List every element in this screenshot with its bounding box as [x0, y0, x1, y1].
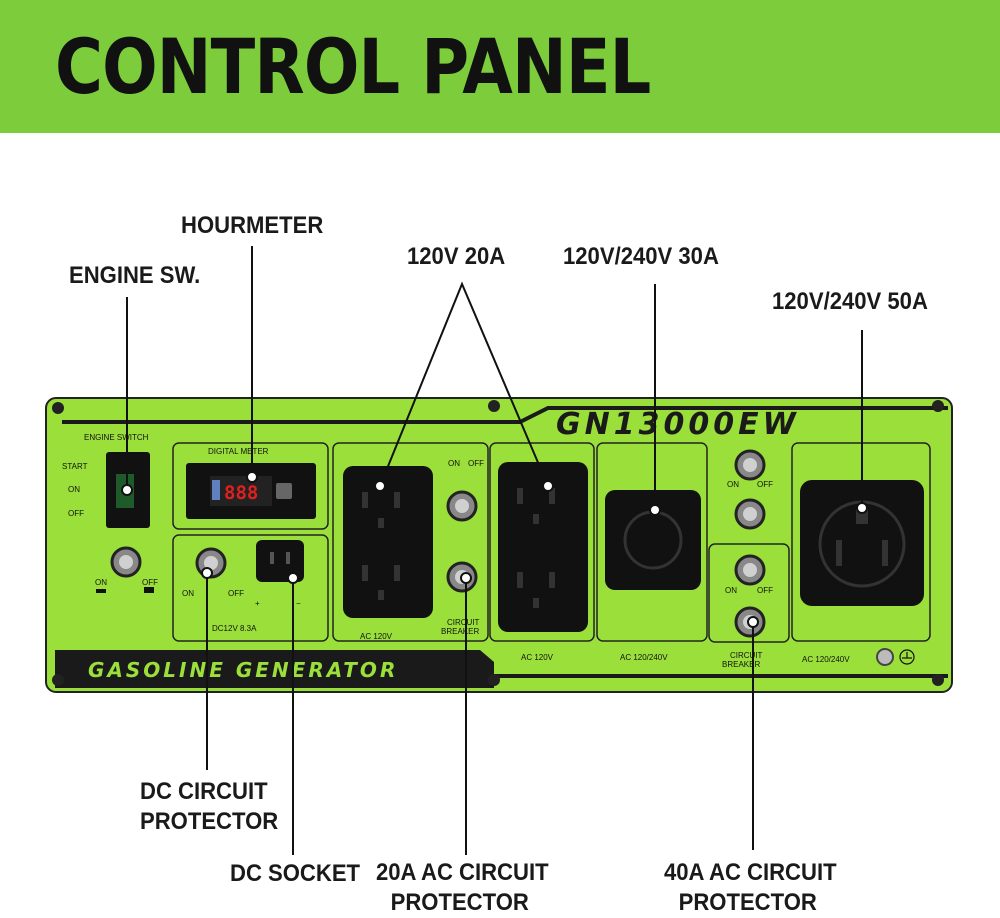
ground-symbol-icon: [899, 649, 915, 665]
meter-indicator: [212, 480, 220, 500]
off-label: OFF: [757, 586, 773, 595]
off-label: OFF: [142, 578, 158, 587]
off-marker: [144, 587, 154, 593]
dc-socket[interactable]: [256, 540, 304, 582]
dot-icon: [287, 572, 299, 584]
leader-lines: [126, 246, 863, 855]
dot-icon: [121, 484, 133, 496]
callout-line: 20A AC CIRCUIT: [376, 859, 549, 886]
model-name: GN13000EW: [556, 407, 800, 442]
screw-icon: [932, 400, 944, 412]
dot-icon: [856, 502, 868, 514]
callout-dc-socket: DC SOCKET: [230, 860, 361, 887]
ac-120-240-label-b: AC 120/240V: [802, 655, 850, 664]
knob-cap: [743, 458, 757, 472]
panel-screws: [52, 400, 944, 686]
off-label: OFF: [68, 509, 84, 518]
header-banner: CONTROL PANEL: [0, 0, 1000, 133]
breaker-frame: [708, 543, 790, 643]
knob-cap: [204, 556, 218, 570]
callout-30a-outlet: 120V/240V 30A: [563, 243, 719, 270]
off-label: OFF: [757, 480, 773, 489]
dot-icon: [460, 572, 472, 584]
dot-icon: [201, 567, 213, 579]
breaker-label: BREAKER: [722, 660, 760, 669]
callout-hourmeter: HOURMETER: [181, 212, 324, 239]
outlet-section-frame: [332, 442, 489, 642]
dc-section-frame: [172, 534, 329, 642]
brand-text: GASOLINE GENERATOR: [88, 658, 398, 682]
ac-120-240-label: AC 120/240V: [620, 653, 668, 662]
callout-line: PROTECTOR: [678, 889, 817, 916]
outlet-section-frame: [489, 442, 595, 642]
dot-icon: [246, 471, 258, 483]
callout-40a-ac-protector: 40A AC CIRCUIT PROTECTOR: [664, 858, 837, 918]
leader-dots: [121, 471, 868, 628]
on-label: ON: [182, 589, 194, 598]
knob-cap: [743, 563, 757, 577]
callout-50a-outlet: 120V/240V 50A: [772, 288, 928, 315]
outlet-slots: [517, 488, 555, 608]
knob-cap: [119, 555, 133, 569]
off-label: OFF: [468, 459, 484, 468]
on-label: ON: [68, 485, 80, 494]
on-label: ON: [725, 586, 737, 595]
off-label: OFF: [228, 589, 244, 598]
callout-dc-circuit-protector: DC CIRCUIT PROTECTOR: [140, 777, 278, 837]
ac-120v-label-left: AC 120V: [360, 632, 393, 641]
leader-line: [379, 281, 549, 487]
callout-line: 40A AC CIRCUIT: [664, 859, 837, 886]
callout-line: DC CIRCUIT: [140, 778, 268, 805]
dot-icon: [747, 616, 759, 628]
dc-rating-label: DC12V 8.3A: [212, 624, 257, 633]
ground-screw-icon: [876, 648, 894, 666]
on-label: ON: [95, 578, 107, 587]
screw-icon: [52, 402, 64, 414]
engine-switch-label: ENGINE SWITCH: [84, 433, 149, 442]
top-trim: [62, 406, 948, 424]
on-marker: [96, 589, 106, 593]
circuit-label: CIRCUIT: [730, 651, 763, 660]
digital-meter-frame: [172, 442, 329, 530]
start-label: START: [62, 462, 88, 471]
ac-120v-label: AC 120V: [521, 653, 554, 662]
callout-line: PROTECTOR: [390, 889, 529, 916]
meter-display: 888: [224, 482, 258, 504]
outlet-20a-right[interactable]: [498, 462, 588, 632]
callout-line: PROTECTOR: [140, 808, 279, 835]
circuit-label: CIRCUIT: [447, 618, 480, 627]
knob-cap: [743, 507, 757, 521]
socket-slot: [270, 552, 274, 564]
dot-icon: [649, 504, 661, 516]
callout-20a-ac-protector: 20A AC CIRCUIT PROTECTOR: [376, 858, 549, 918]
brand-strip: [55, 650, 494, 688]
digital-meter-label: DIGITAL METER: [208, 447, 269, 456]
callout-120v-20a: 120V 20A: [407, 243, 506, 270]
on-label: ON: [448, 459, 460, 468]
meter-button[interactable]: [276, 483, 292, 499]
on-label: ON: [727, 480, 739, 489]
screw-icon: [932, 674, 944, 686]
screw-icon: [488, 674, 500, 686]
breaker-label: BREAKER: [441, 627, 479, 636]
knob-cap: [455, 499, 469, 513]
screw-icon: [488, 400, 500, 412]
callout-engine-switch: ENGINE SW.: [69, 262, 201, 289]
outlet-30a[interactable]: [605, 490, 701, 590]
outlet-20a-left[interactable]: [343, 466, 433, 618]
dot-icon: [374, 480, 386, 492]
socket-slot: [286, 552, 290, 564]
page-title: CONTROL PANEL: [55, 22, 651, 111]
meter-screen: [210, 476, 272, 506]
screw-icon: [52, 674, 64, 686]
outlet-slots: [362, 492, 400, 600]
dot-icon: [542, 480, 554, 492]
outlet-section-frame: [596, 442, 708, 642]
plus-label: +: [255, 599, 260, 608]
minus-label: −: [296, 599, 301, 608]
